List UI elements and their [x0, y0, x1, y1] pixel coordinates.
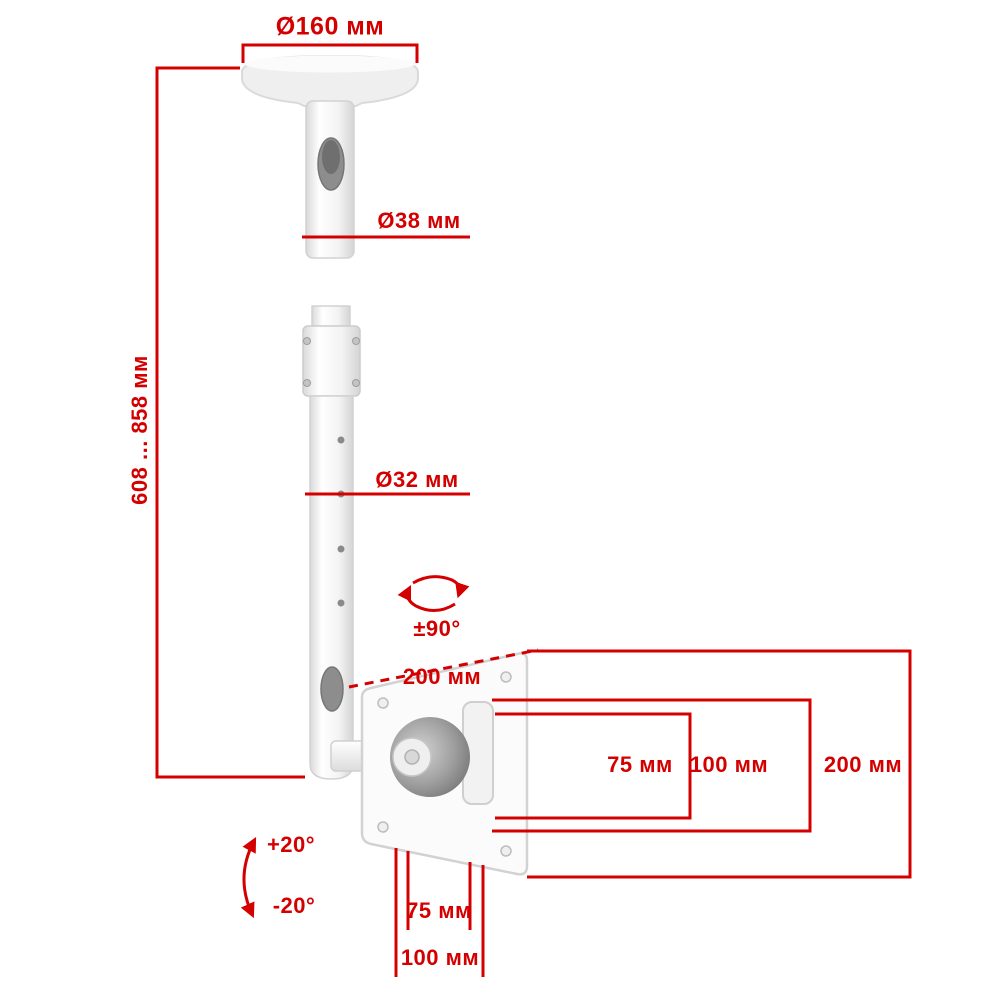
dimension-lines — [155, 43, 912, 977]
dim-height-line — [155, 66, 305, 779]
vesa-corner-hole — [377, 821, 389, 833]
dim-label-vesa-75-horizontal: 75 мм — [406, 898, 472, 923]
swivel-arrow-left — [397, 584, 456, 612]
ceiling-plate-top — [245, 55, 415, 73]
vesa-corner-hole — [377, 697, 389, 709]
dim-label-swivel-angle: ±90° — [413, 616, 461, 641]
dim-label-height-range: 608 ... 858 мм — [127, 355, 152, 505]
dim-label-lower-pipe: Ø32 мм — [375, 467, 459, 492]
lower-pipe-hole — [320, 666, 344, 712]
dim-label-plate-diameter: Ø160 мм — [275, 12, 385, 41]
clamp-screw — [303, 379, 311, 387]
pipe-clamp — [302, 325, 361, 397]
tilt-arrow — [240, 837, 257, 919]
dim-label-vesa-100-horizontal: 100 мм — [400, 945, 480, 970]
pipe-adjust-hole — [337, 545, 345, 553]
dim-vesa-75-v-bracket — [495, 712, 692, 820]
dim-label-upper-pipe: Ø38 мм — [377, 208, 461, 233]
swivel-arrow-right — [412, 575, 470, 599]
pipe-adjust-hole — [337, 599, 345, 607]
mount-drawing — [241, 55, 529, 876]
dim-label-plate-depth: 200 мм — [402, 664, 482, 689]
dim-plate-height-bracket — [527, 649, 912, 879]
dim-label-tilt-up: +20° — [266, 832, 316, 857]
vesa-corner-hole — [500, 671, 512, 683]
tilt-hub-bolt — [404, 749, 420, 765]
dim-label-tilt-down: -20° — [272, 893, 316, 918]
dim-label-vesa-75-vertical: 75 мм — [607, 752, 673, 777]
dim-plate-diameter-bracket — [241, 43, 419, 63]
lower-pipe — [309, 395, 354, 780]
vesa-corner-hole — [500, 845, 512, 857]
upper-pipe-hole-shadow — [322, 140, 340, 174]
clamp-screw — [352, 337, 360, 345]
clamp-screw — [303, 337, 311, 345]
dim-vesa-100-v-bracket — [492, 698, 812, 833]
dim-plate-depth-dashed — [348, 648, 539, 689]
dim-label-vesa-100-vertical: 100 мм — [689, 752, 769, 777]
clamp-screw — [352, 379, 360, 387]
dim-label-plate-height: 200 мм — [823, 752, 903, 777]
pipe-adjust-hole — [337, 436, 345, 444]
